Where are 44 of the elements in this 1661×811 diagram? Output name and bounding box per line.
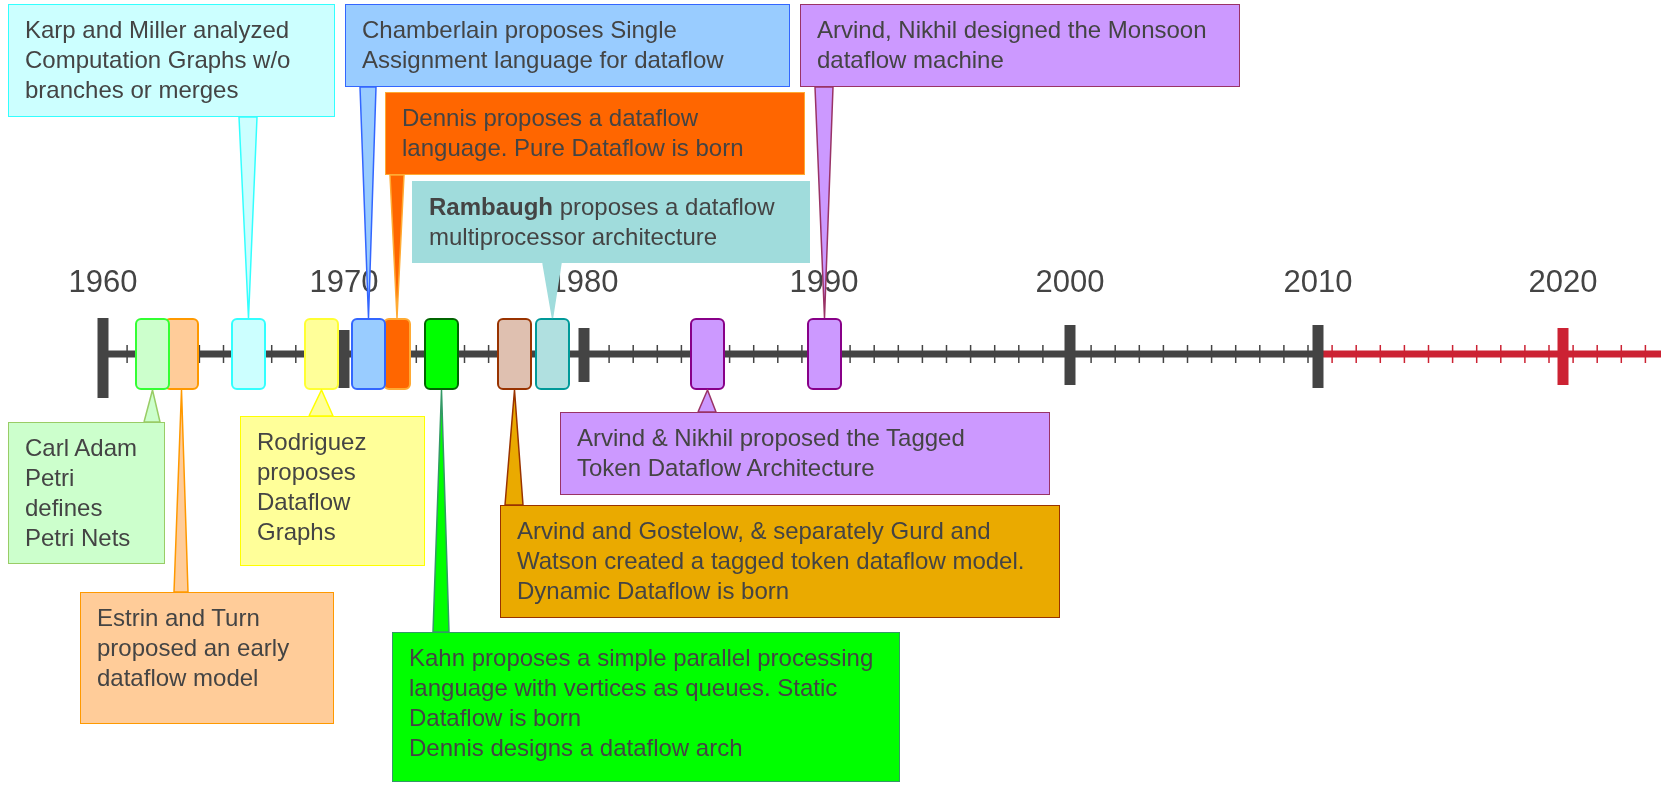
callout-text: Karp and Miller analyzed Computation Graphs w/o branches or merges <box>25 15 292 105</box>
year-label: 2010 <box>1283 264 1353 300</box>
callout-box <box>8 4 335 117</box>
callout-pointer <box>308 389 334 417</box>
callout-text: Chamberlain proposes Single Assignment language for dataflow <box>362 15 725 75</box>
callout-text: Rodriguez proposes Dataflow Graphs <box>257 427 368 547</box>
callout-box <box>500 505 1060 618</box>
year-label: 1960 <box>68 264 138 300</box>
year-label: 2000 <box>1035 264 1105 300</box>
callout-box <box>240 416 425 566</box>
callout-text: Kahn proposes a simple parallel processing language with vertices as queues. Static Dataflow is born <box>409 643 875 733</box>
callout-box <box>392 632 900 782</box>
callout-box <box>8 422 165 564</box>
callout-box <box>385 92 805 175</box>
callout-text: Arvind and Gostelow, & separately Gurd and Watson created a tagged token dataflow model. Dynamic Dataflow is born <box>517 516 1026 606</box>
event-marker <box>497 318 532 390</box>
callout-pointer <box>389 174 405 319</box>
callout-box <box>345 4 790 87</box>
callout-pointer <box>814 86 834 319</box>
callout-text: Arvind & Nikhil proposed the Tagged Token Dataflow Architecture <box>577 423 966 483</box>
callout-pointer <box>238 116 258 319</box>
callout-pointer <box>359 86 377 319</box>
event-marker <box>535 318 570 390</box>
callout-pointer <box>432 389 450 633</box>
callout-pointer <box>542 262 562 319</box>
event-marker <box>231 318 266 390</box>
callout-text: Carl Adam Petri defines Petri Nets <box>25 433 139 553</box>
event-marker <box>351 318 386 390</box>
callout-box <box>412 181 810 263</box>
event-marker <box>424 318 459 390</box>
callout-text: Dennis proposes a dataflow language. Pure Dataflow is born <box>402 103 745 163</box>
callout-box <box>800 4 1240 87</box>
callout-text: Estrin and Turn proposed an early dataflow model <box>97 603 291 693</box>
callout-pointer <box>173 389 189 593</box>
callout-text: Rambaugh proposes a dataflow multiprocessor architecture <box>429 192 776 252</box>
callout-text: Arvind, Nikhil designed the Monsoon dataflow machine <box>817 15 1208 75</box>
event-marker <box>807 318 842 390</box>
callout-pointer <box>697 389 717 413</box>
callout-box <box>560 412 1050 495</box>
callout-pointer <box>504 389 524 506</box>
callout-pointer <box>143 389 161 423</box>
callout-text: Dennis designs a dataflow arch <box>409 733 744 763</box>
year-label: 2020 <box>1528 264 1598 300</box>
callout-box <box>80 592 334 724</box>
